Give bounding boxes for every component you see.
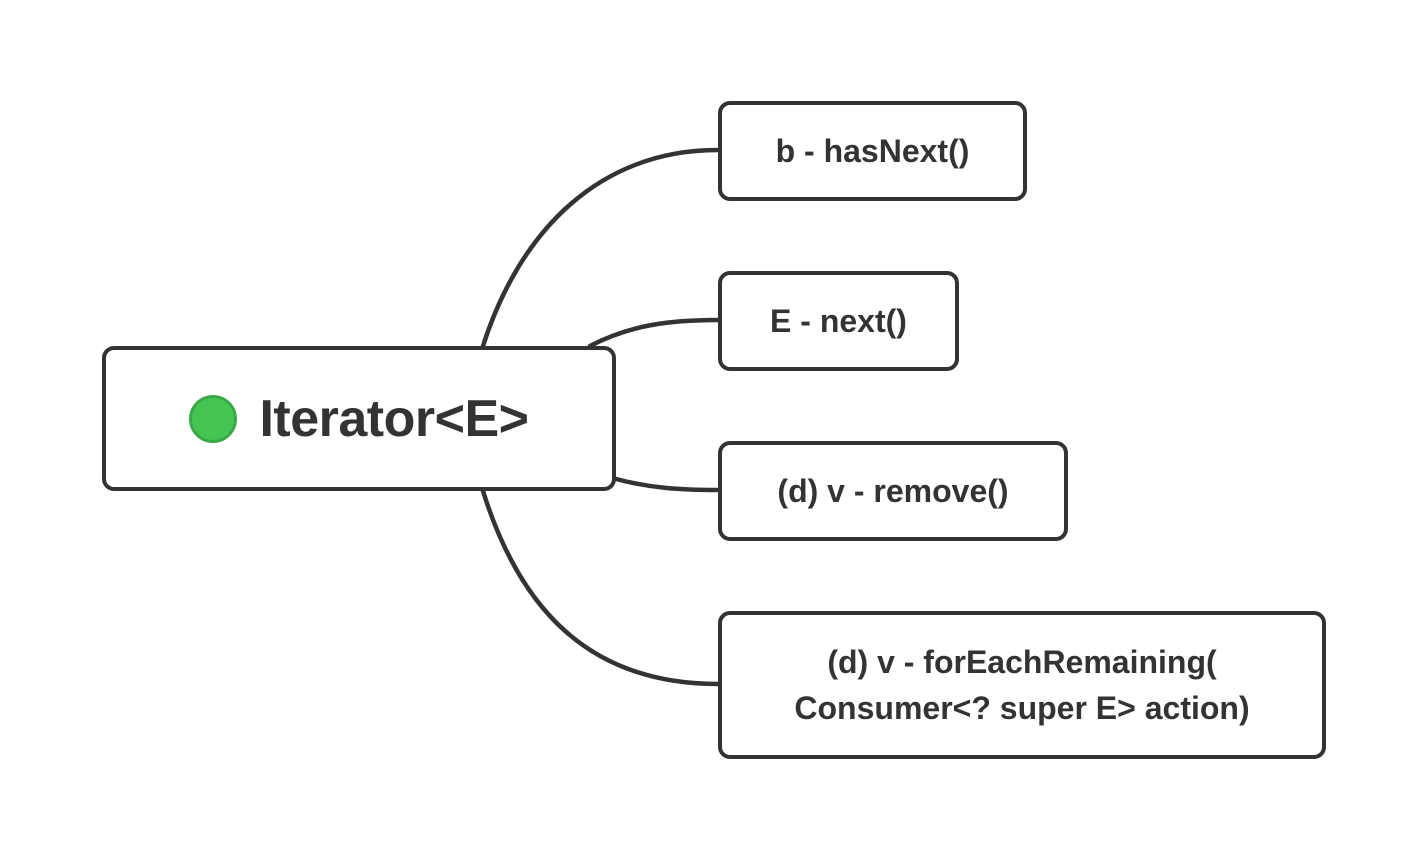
subtopic-next[interactable]: E - next() [718, 271, 959, 371]
green-circle-icon [189, 394, 238, 443]
subtopic-label: b - hasNext() [775, 132, 970, 169]
connector-foreachremaining [480, 488, 721, 687]
subtopic-hasnext[interactable]: b - hasNext() [718, 101, 1027, 201]
subtopic-label: E - next() [770, 302, 907, 339]
subtopic-label-line-1: (d) v - forEachRemaining( [827, 643, 1217, 680]
connector-next [587, 317, 721, 349]
subtopic-label: (d) v - remove() [777, 472, 1009, 509]
connector-hasnext [480, 147, 721, 349]
subtopic-label-line-2: Consumer<? super E> action) [794, 690, 1250, 726]
connector-remove [613, 476, 721, 493]
subtopic-remove[interactable]: (d) v - remove() [718, 441, 1068, 541]
root-topic-node[interactable]: Iterator<E> [102, 346, 616, 491]
root-topic-title: Iterator<E> [259, 389, 529, 448]
subtopic-foreachremaining[interactable]: (d) v - forEachRemaining( Consumer<? sup… [718, 611, 1326, 759]
